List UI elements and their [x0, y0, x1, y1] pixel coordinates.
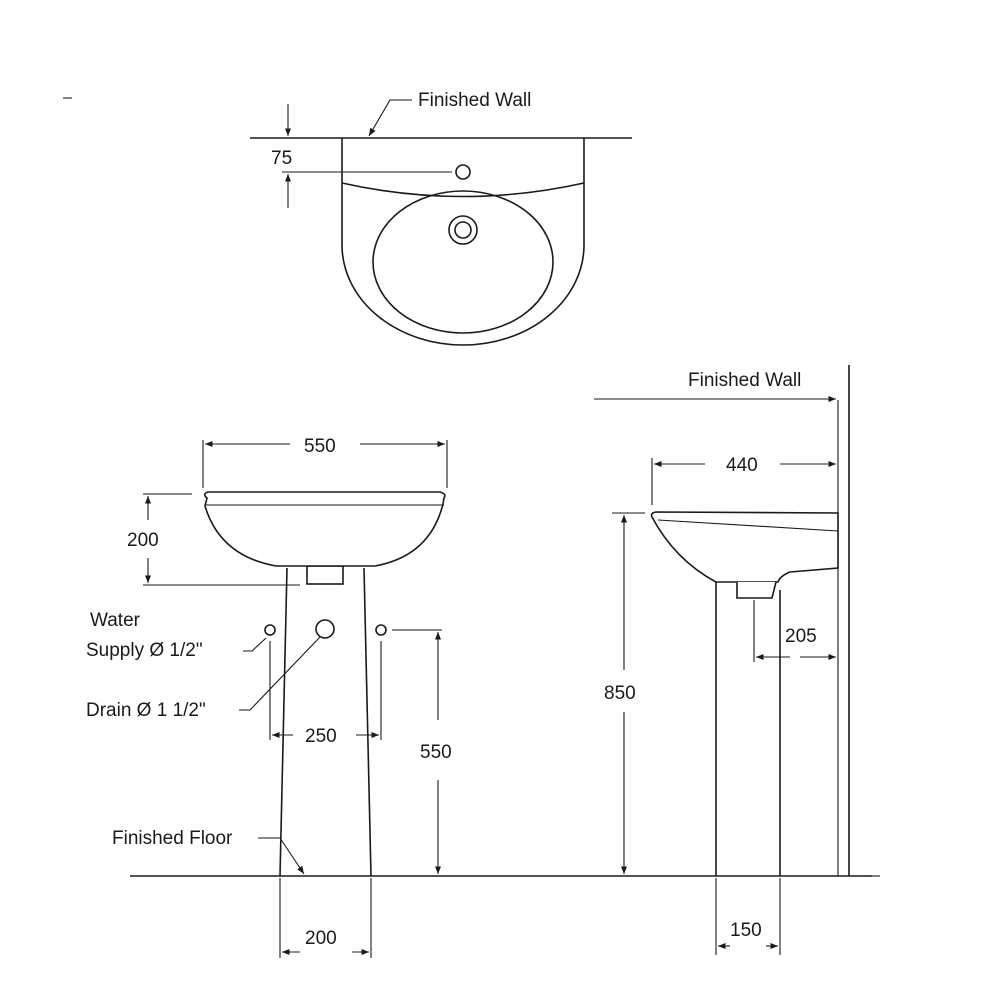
dim-pedestal-depth-label: 150: [730, 920, 762, 941]
front-basin-body: [203, 491, 446, 567]
dim-projection-label: 440: [726, 455, 758, 476]
dim-supply-spacing-label: 250: [305, 726, 337, 747]
top-wall-leader: [368, 99, 412, 137]
top-finished-wall-label: Finished Wall: [418, 90, 531, 111]
water-supply-right-icon: [375, 624, 387, 636]
drain-label: Drain Ø 1 1/2": [86, 700, 206, 721]
dim-width-label: 550: [304, 436, 336, 457]
dim-bowl-depth-label: 200: [127, 530, 159, 551]
water-supply-label-line2: Supply Ø 1/2": [86, 640, 203, 661]
finished-floor-label: Finished Floor: [112, 828, 233, 849]
side-basin-body: [650, 511, 839, 583]
drain-icon: [315, 619, 335, 639]
finished-floor-leader: [258, 837, 305, 875]
dim-height-label: 850: [604, 683, 636, 704]
top-basin-deck-edge: [341, 182, 585, 198]
side-trap: [736, 581, 777, 599]
water-supply-label-line1: Water: [90, 610, 141, 631]
tap-hole-icon: [455, 164, 471, 180]
front-view: 550 200 250 550 Water Supply Ø 1/2" Drai…: [86, 436, 880, 958]
top-drain-icon: [448, 215, 478, 245]
water-supply-left-icon: [264, 624, 276, 636]
side-view: Finished Wall 440 850 205 150: [594, 365, 850, 955]
dim-pedestal-width-label: 200: [305, 928, 337, 949]
top-drain-inner-icon: [454, 221, 472, 239]
front-pedestal-left: [279, 567, 288, 877]
front-pedestal-right: [363, 567, 372, 877]
drain-leader: [239, 636, 321, 711]
top-inner-bowl: [372, 190, 554, 334]
side-basin-rim-line: [657, 519, 839, 532]
top-basin-outline: [341, 138, 585, 346]
dim-drain-offset-label: 205: [785, 626, 817, 647]
dim-supply-height-label: 550: [420, 742, 452, 763]
side-finished-wall-label: Finished Wall: [688, 370, 801, 391]
dim-tap-offset-label: 75: [271, 148, 292, 169]
front-trap-block: [306, 565, 344, 585]
water-supply-leader: [243, 637, 267, 652]
top-view: 75 Finished Wall: [250, 90, 632, 346]
